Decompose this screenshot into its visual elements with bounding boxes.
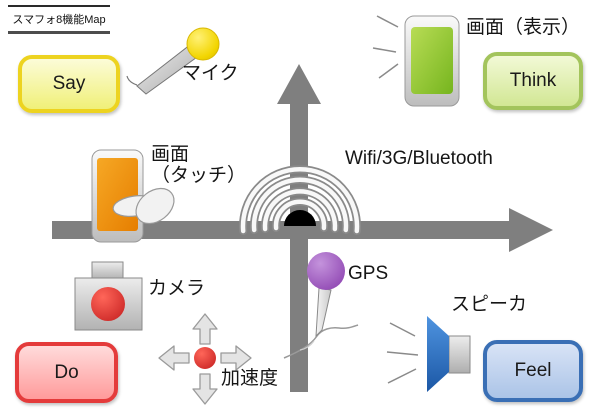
label-display: 画面（表示） bbox=[466, 17, 581, 38]
horizontal-axis bbox=[52, 208, 553, 252]
map-title: スマフォ8機能Map bbox=[8, 5, 110, 34]
accelerometer-icon bbox=[158, 313, 252, 405]
label-camera: カメラ bbox=[148, 278, 206, 299]
speaker-icon bbox=[386, 316, 471, 392]
label-touch-line1: 画面 bbox=[151, 144, 190, 165]
box-do-label: Do bbox=[54, 361, 79, 383]
label-gps: GPS bbox=[348, 263, 389, 284]
box-do: Do bbox=[15, 342, 118, 403]
label-microphone: マイク bbox=[182, 63, 239, 84]
box-think: Think bbox=[483, 52, 583, 110]
label-touch-line2: （タッチ） bbox=[151, 165, 247, 186]
box-say: Say bbox=[18, 55, 120, 113]
label-wireless: Wifi/3G/Bluetooth bbox=[345, 148, 493, 169]
label-accelerometer: 加速度 bbox=[221, 368, 279, 389]
label-speaker: スピーカ bbox=[451, 294, 528, 315]
wifi-icon bbox=[239, 165, 361, 235]
camera-icon bbox=[74, 261, 143, 331]
display-phone-icon bbox=[372, 15, 460, 107]
touch-hand-icon bbox=[112, 187, 175, 225]
box-say-label: Say bbox=[52, 73, 86, 94]
map-title-text: スマフォ8機能Map bbox=[12, 14, 106, 26]
gps-pin-icon bbox=[283, 252, 359, 359]
label-touch: 画面 （タッチ） bbox=[151, 144, 246, 186]
box-think-label: Think bbox=[509, 70, 557, 91]
box-feel-label: Feel bbox=[514, 360, 552, 381]
touch-phone-icon bbox=[91, 149, 175, 243]
box-feel: Feel bbox=[483, 340, 583, 402]
microphone-icon bbox=[126, 27, 220, 95]
